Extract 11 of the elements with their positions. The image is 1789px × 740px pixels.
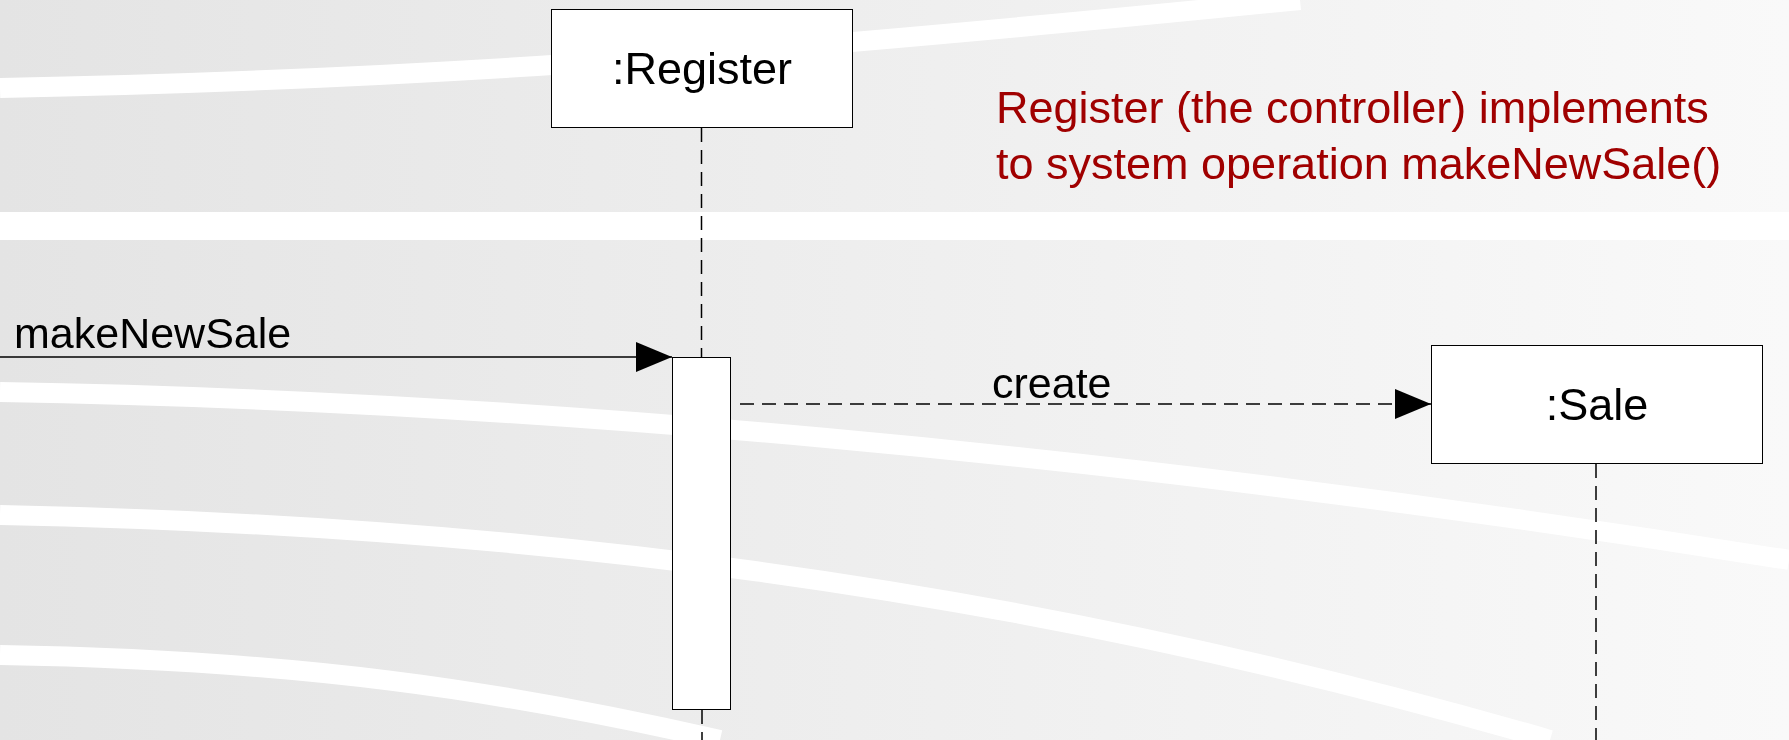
edge-label: create: [992, 362, 1112, 405]
edge-label: makeNewSale: [14, 312, 292, 355]
note-text: Register (the controller) implements to system operation makeNewSale(): [996, 81, 1723, 191]
activation-bar: [672, 357, 731, 710]
message-arrow: [0, 342, 673, 372]
message-arrow: [739, 389, 1432, 419]
lifeline: [700, 127, 703, 358]
lifeline-head-box: [551, 9, 853, 128]
object-name: :Sale: [1545, 378, 1649, 431]
object-name: :Register: [611, 42, 793, 95]
lifeline-head-box: [1431, 345, 1763, 464]
